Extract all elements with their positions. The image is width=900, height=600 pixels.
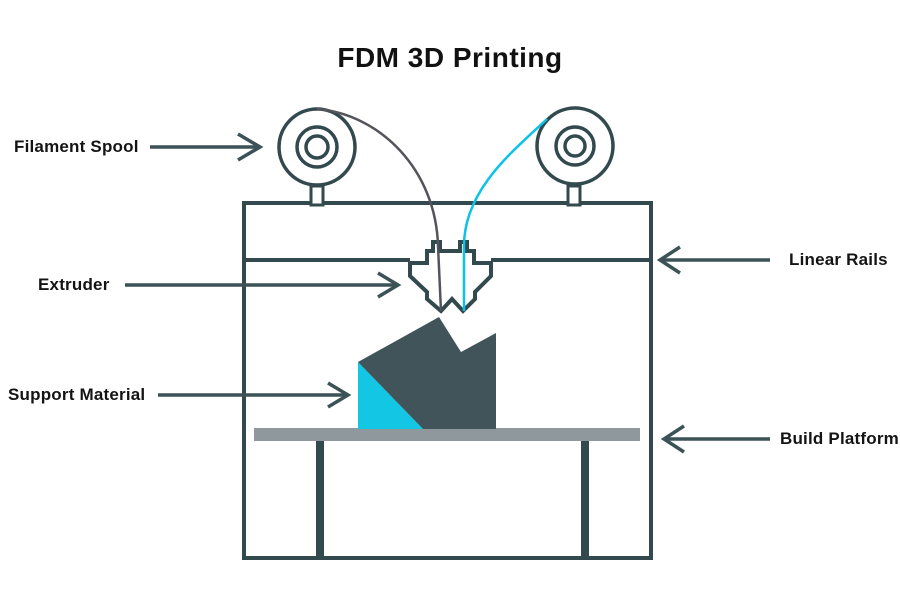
spool-outer-ring [535,106,615,186]
extruder-arrow [125,271,402,299]
filament-path-gray [316,107,443,312]
spool-middle-ring [295,125,339,169]
support-material-arrow [158,381,352,409]
label-extruder: Extruder [38,275,110,294]
printed-object [358,317,496,429]
spool-middle-ring [554,125,596,167]
platform-leg-left [316,441,324,559]
platform-leg-right [581,441,589,559]
filament-spool-arrow [150,132,264,162]
filament-spool-left [277,107,357,187]
label-filament-spool: Filament Spool [14,137,139,156]
page-title: FDM 3D Printing [337,42,563,73]
build-platform-bar [254,428,640,441]
label-build-platform: Build Platform [780,429,899,448]
linear-rails-arrow [656,245,770,275]
label-support-material: Support Material [8,385,146,404]
spool-outer-ring [277,107,357,187]
filament-path-cyan [462,118,548,311]
spool-stand-left [309,184,325,207]
printer-frame [242,201,653,560]
label-linear-rails: Linear Rails [789,250,888,269]
build-platform-arrow [660,424,770,454]
filament-spool-right [535,106,615,186]
spool-hub [304,134,330,160]
extruder-nozzle [408,240,493,314]
spool-stand-right [566,184,582,207]
spool-hub [563,134,587,158]
